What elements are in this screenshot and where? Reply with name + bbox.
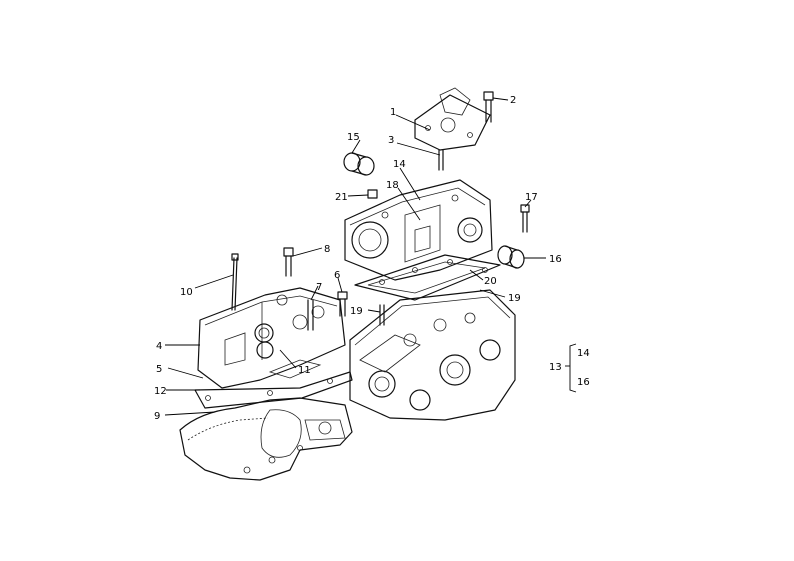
sleeve-15	[343, 152, 375, 176]
stud-19	[379, 304, 385, 326]
nut-21	[367, 189, 378, 199]
bolt-8	[283, 247, 294, 277]
callout-6: 6	[334, 270, 340, 281]
gasket-20	[354, 254, 501, 301]
callout-15: 15	[347, 132, 360, 143]
callout-2: 2	[510, 95, 516, 106]
lower-housing	[179, 397, 353, 481]
callout-16a: 16	[549, 254, 562, 265]
callout-12: 12	[154, 386, 167, 397]
callout-19a: 19	[508, 293, 521, 304]
callout-3: 3	[388, 135, 394, 146]
stud-7	[307, 299, 314, 331]
callout-17: 17	[525, 192, 538, 203]
callout-7: 7	[316, 282, 322, 293]
bolt-2	[483, 91, 494, 123]
callout-8: 8	[324, 244, 330, 255]
callout-14a: 14	[393, 159, 406, 170]
gasket-9	[194, 371, 353, 409]
callout-4: 4	[156, 341, 162, 352]
callout-13: 13	[549, 362, 562, 373]
callout-labels: 1 2 3 15 14 18 21 17 16 20 19 19 8 6 7 1…	[154, 95, 590, 422]
upper-cylinder-head	[344, 179, 493, 281]
sleeve-16	[497, 245, 525, 269]
cylinder-head-left	[197, 287, 346, 389]
callout-18: 18	[386, 180, 399, 191]
top-cover-1	[414, 87, 491, 151]
pin-3	[438, 149, 444, 171]
bolt-6	[337, 291, 348, 317]
callout-21: 21	[335, 192, 348, 203]
callout-16b: 16	[577, 377, 590, 388]
callout-11: 11	[298, 365, 311, 376]
callout-10: 10	[180, 287, 193, 298]
callout-5: 5	[156, 364, 162, 375]
group-bracket-13	[565, 343, 577, 393]
bolt-17	[520, 204, 530, 233]
callout-1: 1	[390, 107, 396, 118]
callout-9: 9	[154, 411, 160, 422]
callout-20: 20	[484, 276, 497, 287]
leader-lines	[164, 97, 546, 416]
main-crankcase	[349, 289, 516, 421]
dipstick-10	[231, 253, 239, 311]
callout-19b: 19	[350, 306, 363, 317]
callout-14b: 14	[577, 348, 590, 359]
